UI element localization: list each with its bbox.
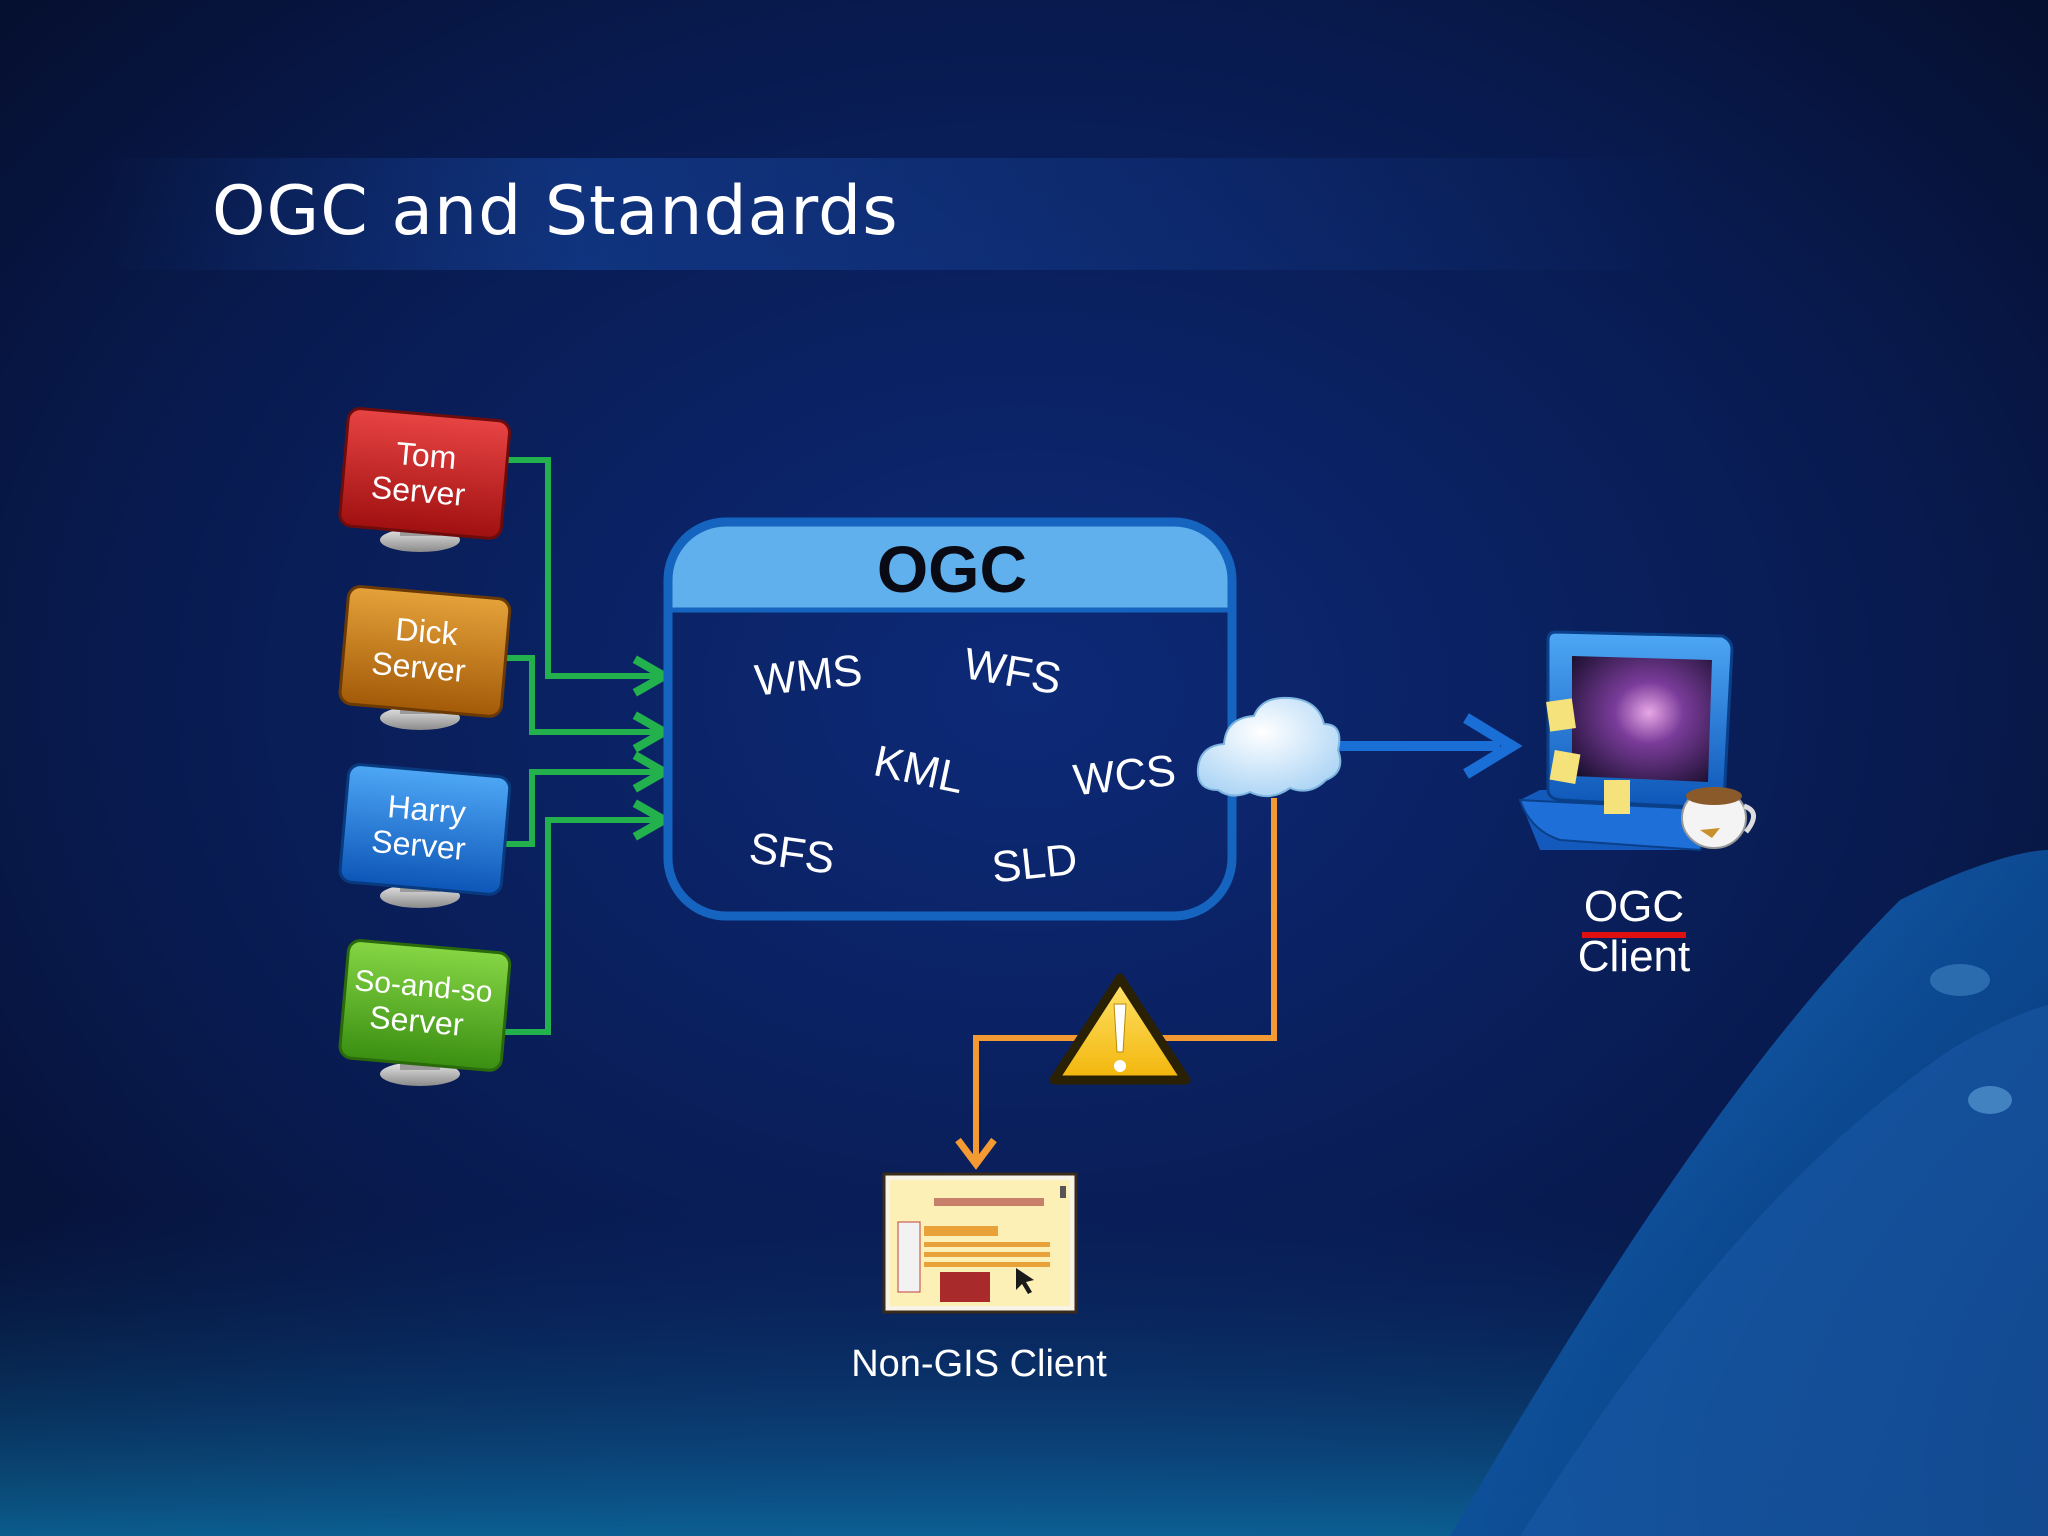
standard-sld: SLD	[989, 835, 1079, 893]
server-tom: Tom Server	[338, 407, 512, 552]
ogc-client-label-line1: OGC	[1583, 882, 1685, 931]
server-harry: Harry Server	[338, 763, 512, 908]
earth-spot	[1930, 964, 1990, 996]
ogc-header-band	[668, 522, 1232, 608]
ogc-box-border	[663, 517, 1237, 921]
earth-wave-inner	[1520, 1005, 2048, 1536]
standard-wms: WMS	[752, 646, 864, 706]
server-label: Server	[370, 645, 467, 689]
monitor-screen	[338, 939, 512, 1072]
cloud-icon	[1196, 696, 1342, 798]
cursor-icon	[1016, 1268, 1034, 1294]
orange-arrow-head	[955, 1137, 997, 1170]
server-label: Server	[368, 999, 465, 1043]
server-name: Harry	[386, 788, 467, 831]
server-label: Server	[370, 823, 467, 867]
tom-connector	[505, 457, 660, 676]
non-gis-connector	[955, 798, 1277, 1170]
standard-sfs: SFS	[746, 823, 838, 883]
server-name: Tom	[395, 435, 458, 476]
slide-title: OGC and Standards	[212, 172, 899, 251]
soandso-connector	[505, 820, 660, 1035]
web-page-icon	[882, 1172, 1078, 1314]
ogc-client-arrow	[1336, 713, 1523, 779]
ogc-client-label-line2: Client	[1577, 932, 1691, 981]
server-label: Server	[370, 469, 467, 513]
earth-spot	[1968, 1086, 2012, 1114]
title-band	[100, 158, 1700, 270]
harry-connector	[505, 772, 660, 847]
warning-icon	[1049, 973, 1191, 1085]
ogc-client-computer-icon	[1518, 630, 1756, 852]
ogc-client-label: OGC Client	[1534, 882, 1734, 982]
dick-connector	[505, 655, 660, 732]
orange-line-right	[974, 798, 1277, 1041]
monitor-screen	[338, 407, 512, 540]
monitor-screen	[338, 585, 512, 718]
ogc-box: OGC WMS WFS KML WCS SFS SLD	[663, 517, 1237, 921]
ogc-header-title: OGC	[877, 532, 1027, 606]
server-name: Dick	[394, 611, 460, 652]
orange-line-left	[973, 1035, 1060, 1160]
server-soandso: So-and-so Server	[338, 939, 512, 1086]
arrow-head	[1463, 713, 1523, 779]
server-connectors	[505, 457, 660, 1035]
server-dick: Dick Server	[338, 585, 512, 730]
monitor-screen	[338, 763, 512, 896]
standard-wcs: WCS	[1071, 746, 1178, 805]
non-gis-client-label: Non-GIS Client	[851, 1343, 1107, 1385]
